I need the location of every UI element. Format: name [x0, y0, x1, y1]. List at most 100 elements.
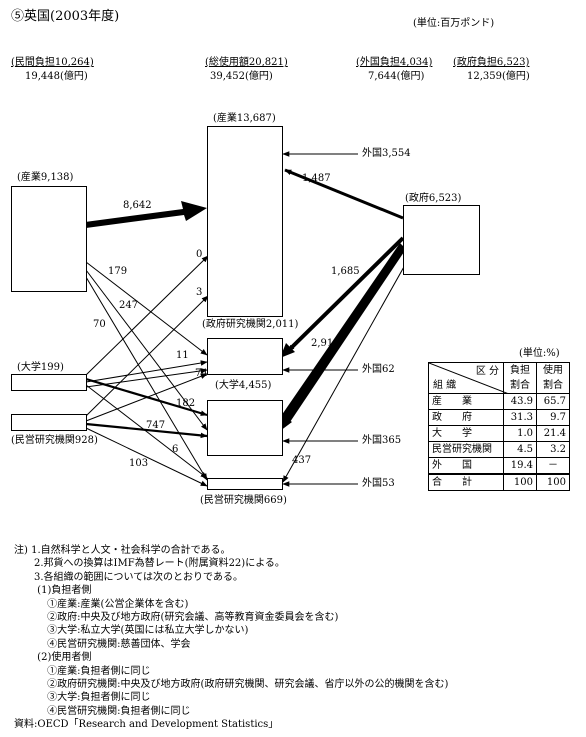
flow-label-1487: 1,487	[302, 173, 331, 184]
row-use: 21.4	[536, 425, 570, 442]
dst-private-label: (民営研究機関669)	[200, 495, 287, 506]
flow-label-1685: 1,685	[331, 266, 360, 277]
flow-arrow-437	[282, 264, 406, 483]
note-line: ②政府研究機関:中央及び地方政府(政府研究機関、研究会議、省庁以外の公的機関を含…	[14, 679, 449, 691]
note-line: ①産業:産業(公営企業体を含む)	[14, 598, 189, 610]
unit-label: (単位:百万ポンド)	[413, 18, 495, 29]
header-use-b: 割合	[536, 378, 570, 394]
gov-burden-label: (政府負担6,523)	[453, 57, 530, 68]
note-line: ④民営研究機関:慈善団体、学会	[14, 638, 191, 650]
note-line: 2.邦貨への換算はIMF為替レート(附属資料22)による。	[14, 558, 285, 570]
note-line: (1)負担者側	[14, 585, 92, 597]
page-title: ⑤英国(2003年度)	[11, 9, 120, 24]
foreign-university-label: 外国62	[362, 364, 395, 375]
notes: 注) 1.自然科学と人文・社会科学の合計である。 2.邦貨への換算はIMF為替レ…	[14, 544, 448, 732]
flow-arrow-1487	[284, 168, 404, 220]
row-name: 大 学	[428, 425, 504, 442]
flow-arrow-2913	[286, 236, 405, 353]
foreign-industry-label: 外国3,554	[362, 148, 411, 159]
row-use: 3.2	[536, 441, 570, 458]
note-line: 注) 1.自然科学と人文・社会科学の合計である。	[14, 545, 231, 556]
source-line: 資料:OECD「Research and Development Statist…	[14, 719, 279, 731]
header-soshiki: 組 織	[433, 380, 457, 391]
flow-label-11: 11	[176, 350, 189, 361]
row-name: 外 国	[428, 457, 504, 475]
dst-industry-box	[207, 126, 283, 317]
flow-arrow-private-univ	[85, 373, 208, 422]
header-kubun: 区 分	[475, 366, 499, 377]
flow-arrow-8642	[85, 201, 207, 228]
row-burden: 31.3	[503, 409, 537, 426]
table-row: 政 府 31.3 9.7	[428, 409, 570, 426]
row-burden: 43.9	[503, 393, 537, 410]
src-industry-label: (産業9,138)	[17, 172, 74, 183]
row-use: 9.7	[536, 409, 570, 426]
foreign-burden-yen: 7,644(億円)	[368, 71, 425, 82]
table-row: 民営研究機関 4.5 3.2	[428, 441, 570, 458]
share-table-corner: 区 分 組 織	[428, 362, 509, 394]
row-name: 政 府	[428, 409, 504, 426]
note-line: ②政府:中央及び地方政府(研究会議、高等教育資金委員会を含む)	[14, 612, 339, 624]
flow-arrow-179	[85, 261, 208, 356]
foreign-burden-label: (外国負担4,034)	[356, 57, 433, 68]
src-private-box	[11, 414, 87, 431]
flow-arrowhead-2913	[280, 343, 295, 358]
flow-label-3: 3	[196, 287, 203, 298]
flow-label-182: 182	[176, 398, 196, 409]
share-table: 区 分 組 織 負担 使用 割合 割合 産 業 43.9 65.7 政 府 31…	[428, 362, 570, 491]
note-line: ①産業:負担者側に同じ	[14, 665, 151, 677]
flow-arrow-3	[85, 295, 209, 417]
flow-arrow-0	[85, 255, 209, 376]
total-use-yen: 39,452(億円)	[210, 71, 273, 82]
table-row: 産 業 43.9 65.7	[428, 393, 570, 410]
row-burden: 19.4	[503, 457, 537, 475]
flow-label-8642: 8,642	[123, 200, 152, 211]
dst-university-box	[207, 338, 283, 375]
note-line: ③大学:負担者側に同じ	[14, 692, 151, 704]
row-name: 民営研究機関	[428, 441, 504, 458]
share-table-unit: (単位:%)	[519, 348, 560, 359]
row-name: 産 業	[428, 393, 504, 410]
table-row: 外 国 19.4 －	[428, 457, 570, 475]
dst-industry-label: (産業13,687)	[213, 113, 276, 124]
row-burden: 4.5	[503, 441, 537, 458]
table-row: 大 学 1.0 21.4	[428, 425, 570, 442]
row-use: 65.7	[536, 393, 570, 410]
flow-arrow-747	[85, 422, 208, 439]
src-industry-box	[11, 186, 87, 292]
table-total-row: 合 計 100 100	[428, 473, 570, 491]
flow-label-74: 74	[195, 368, 208, 379]
src-university-label: (大学199)	[17, 362, 64, 373]
note-line: 3.各組織の範囲については次のとおりである。	[14, 571, 243, 583]
flow-label-103: 103	[129, 458, 149, 469]
src-private-label: (民営研究機関928)	[11, 435, 98, 446]
dst-university-label: (大学4,455)	[215, 380, 272, 391]
flow-label-70: 70	[93, 319, 106, 330]
flow-label-247: 247	[119, 300, 139, 311]
private-burden-label: (民間負担10,264)	[11, 57, 94, 68]
row-use: －	[536, 457, 570, 475]
flow-label-6: 6	[172, 444, 179, 455]
total-use-label: (総使用額20,821)	[205, 57, 288, 68]
total-use: 100	[536, 473, 570, 491]
flow-label-179: 179	[108, 266, 128, 277]
header-use-a: 使用	[536, 362, 570, 378]
row-burden: 1.0	[503, 425, 537, 442]
dst-govlab-box	[207, 400, 283, 456]
flow-arrow-11	[85, 360, 208, 383]
note-line: (2)使用者側	[14, 652, 92, 664]
note-line: ④民営研究機関:負担者側に同じ	[14, 705, 191, 717]
total-name: 合 計	[428, 473, 504, 491]
note-line: ③大学:私立大学(英国には私立大学しかない)	[14, 625, 249, 637]
flow-arrow-247	[85, 269, 208, 431]
foreign-govlab-label: 外国365	[362, 435, 402, 446]
flow-arrow-1685	[279, 243, 406, 425]
dst-govlab-label: (政府研究機関2,011)	[202, 319, 299, 330]
flow-label-0: 0	[196, 249, 203, 260]
src-university-box	[11, 374, 87, 391]
flow-label-2913: 2,913	[311, 338, 340, 349]
flow-arrow-6	[85, 384, 208, 479]
foreign-private-label: 外国53	[362, 478, 395, 489]
dst-private-box	[207, 478, 283, 490]
gov-burden-yen: 12,359(億円)	[467, 71, 530, 82]
